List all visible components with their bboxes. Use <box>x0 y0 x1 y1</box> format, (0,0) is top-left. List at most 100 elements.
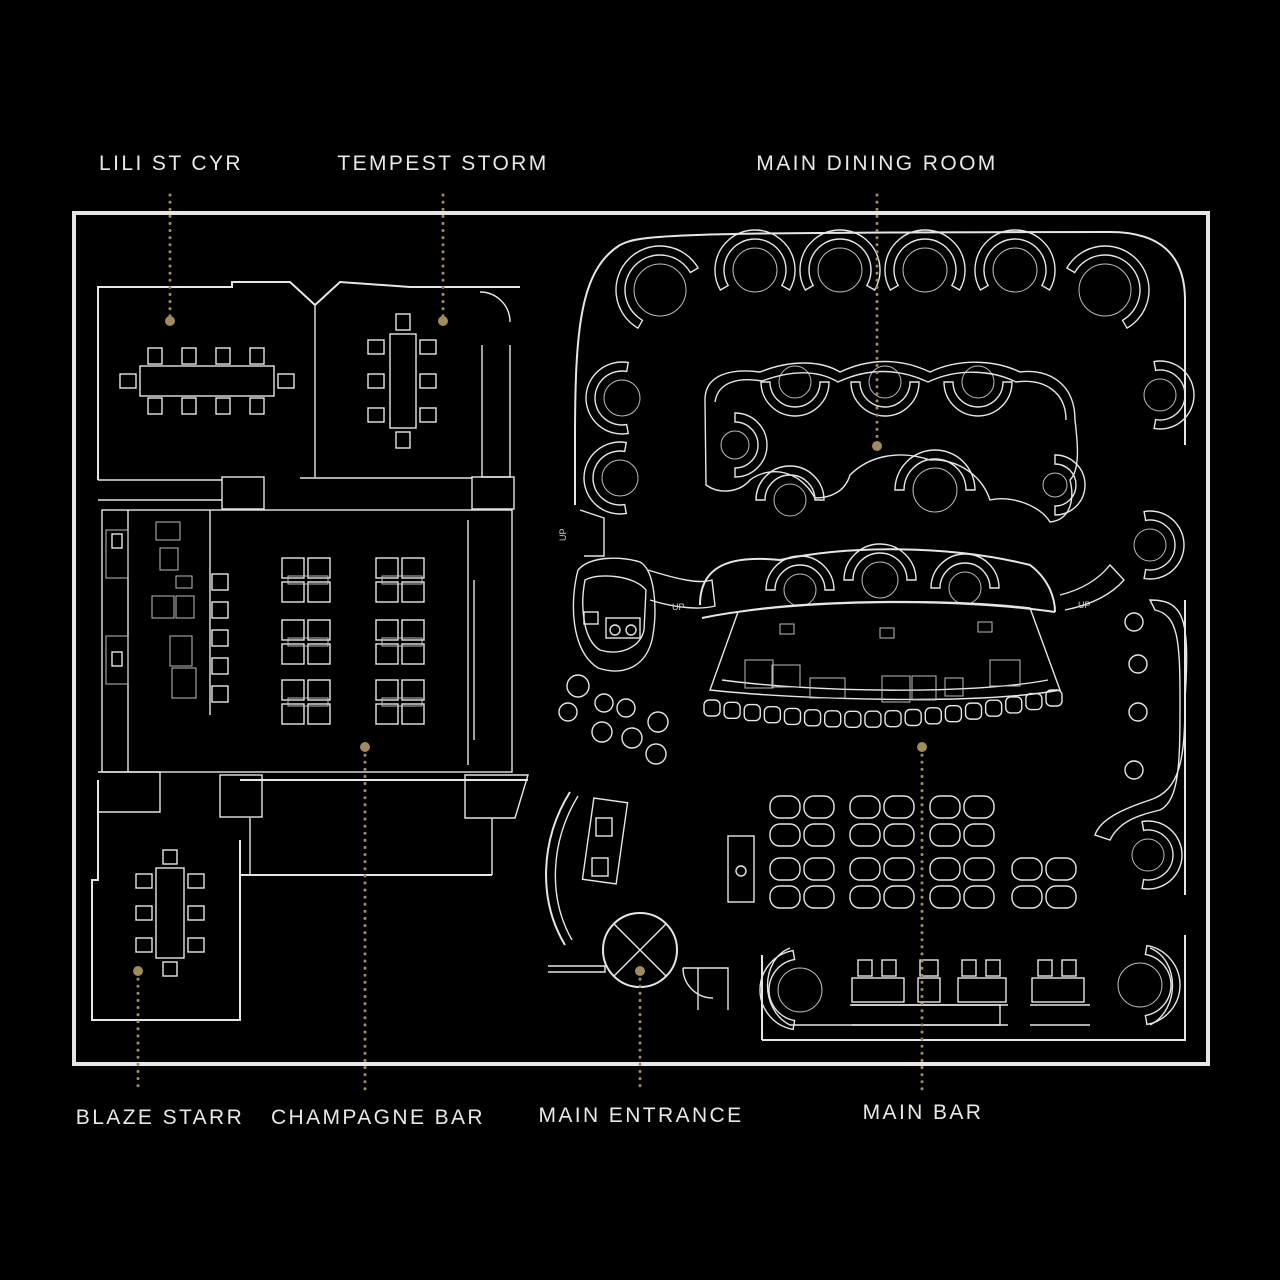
bar-table-seat <box>803 857 835 881</box>
booth-banquette <box>1143 510 1185 580</box>
champagne-chair <box>281 679 305 701</box>
champagne-table <box>381 637 423 647</box>
champagne-chair <box>307 581 331 603</box>
bar-table-seat <box>883 885 915 909</box>
main-bar <box>699 548 1061 703</box>
bar-stool <box>964 702 983 720</box>
booth-table <box>1131 838 1165 872</box>
bar-table-seat <box>963 885 995 909</box>
bar-table-seat <box>849 823 881 847</box>
champagne-chair <box>401 703 425 725</box>
bar-table-seat <box>929 823 961 847</box>
champagne-table <box>381 575 423 585</box>
bar-table-seat <box>1011 857 1043 881</box>
stairs-up-label-3: UP <box>1078 600 1091 610</box>
booth-table <box>961 365 995 399</box>
booth-banquette <box>930 553 1000 589</box>
left-wing-walls <box>91 280 529 1021</box>
champagne-bar-label: CHAMPAGNE BAR <box>270 1106 486 1129</box>
booth-banquette <box>615 245 700 330</box>
champagne-chair <box>375 703 399 725</box>
booth-table <box>783 573 817 607</box>
bar-stool <box>944 705 963 723</box>
bar-table-seat <box>963 795 995 819</box>
central-banquette <box>704 360 1079 523</box>
champagne-table <box>287 637 329 647</box>
booth-table <box>732 247 778 293</box>
bar-stool <box>723 701 741 720</box>
leaders <box>133 193 927 1094</box>
booth-table <box>773 483 807 517</box>
host-stand <box>572 557 656 672</box>
champagne-chair <box>375 679 399 701</box>
champagne-chair <box>401 679 425 701</box>
entrance-area <box>545 791 729 1010</box>
bar-table-seat <box>963 823 995 847</box>
bar-stool <box>803 709 822 727</box>
bar-stool <box>703 699 721 717</box>
blaze-table <box>135 849 205 977</box>
booth-table <box>720 430 750 460</box>
tempest-table <box>367 313 437 449</box>
booth-table <box>1078 263 1132 317</box>
champagne-chair <box>307 557 331 579</box>
champagne-chair <box>307 619 331 641</box>
bar-table-seat <box>929 857 961 881</box>
champagne-chair <box>375 557 399 579</box>
champagne-bar-seating <box>105 521 229 703</box>
booth-table <box>992 247 1038 293</box>
stairs: UP UP UP <box>558 509 1125 612</box>
booth-table <box>948 571 982 605</box>
champagne-chair <box>375 643 399 665</box>
booth-table <box>1133 528 1167 562</box>
booth-banquette <box>734 412 768 478</box>
booth-banquette <box>974 229 1056 291</box>
bar-table-seat <box>803 823 835 847</box>
tempest-storm-label: TEMPEST STORM <box>337 152 549 175</box>
blaze-starr-label: BLAZE STARR <box>75 1106 245 1129</box>
booth-banquette <box>894 449 976 491</box>
bar-table-seat <box>769 885 801 909</box>
bar-stool <box>844 710 862 728</box>
bar-table-seat <box>883 857 915 881</box>
booth-banquette <box>799 229 881 291</box>
service-station <box>727 835 755 903</box>
booth-table <box>601 459 639 497</box>
dining-room-outline <box>574 230 1186 1041</box>
bar-table-seat <box>929 795 961 819</box>
booth-banquette <box>760 381 830 417</box>
booth-banquette <box>884 229 966 291</box>
bar-table-seat <box>849 885 881 909</box>
bar-table-seat <box>883 795 915 819</box>
bottom-banquettes <box>766 947 1174 1026</box>
booth-table <box>778 365 812 399</box>
bar-stool <box>824 710 842 728</box>
champagne-chair <box>401 619 425 641</box>
bar-stool <box>984 699 1003 717</box>
bar-table-seat <box>769 857 801 881</box>
champagne-chair <box>281 643 305 665</box>
champagne-chair <box>307 703 331 725</box>
champagne-chair <box>307 643 331 665</box>
dining-booths <box>583 229 1195 1031</box>
booth-banquette <box>1065 245 1150 330</box>
main-bar-label: MAIN BAR <box>862 1101 984 1124</box>
booth-banquette <box>1144 944 1181 1026</box>
champagne-table <box>287 697 329 707</box>
booth-table <box>603 379 641 417</box>
main-entrance-label: MAIN ENTRANCE <box>538 1104 744 1127</box>
bar-table-seat <box>929 885 961 909</box>
bar-stool <box>1025 692 1043 711</box>
stairs-up-label: UP <box>558 528 568 541</box>
bar-stool <box>743 703 761 722</box>
booth-table <box>1042 472 1068 498</box>
champagne-chair <box>281 581 305 603</box>
bar-table-seat <box>1011 885 1043 909</box>
booth-banquette <box>1054 454 1086 516</box>
booth-banquette <box>583 441 628 515</box>
booth-banquette <box>943 381 1013 417</box>
champagne-table <box>287 575 329 585</box>
lili-st-cyr-label: LILI ST CYR <box>99 152 243 175</box>
booth-table <box>1117 962 1163 1008</box>
